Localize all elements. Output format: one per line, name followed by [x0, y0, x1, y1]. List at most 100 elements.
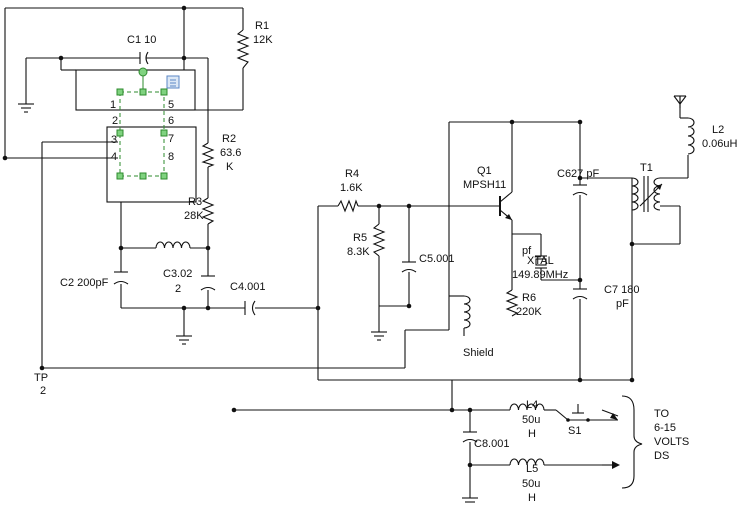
ic-body — [106, 126, 197, 203]
c8-label: C8.001 — [474, 438, 509, 450]
resize-handle-w[interactable] — [116, 129, 124, 137]
l4-value-2: H — [528, 428, 536, 440]
crystal-xtal[interactable] — [535, 255, 547, 269]
t1-label: T1 — [640, 162, 653, 174]
capacitor-c4[interactable] — [244, 300, 256, 316]
l2-name: L2 — [712, 124, 724, 136]
resistor-r6[interactable] — [505, 289, 519, 317]
capacitor-c2[interactable] — [113, 271, 129, 285]
r3-value: 28K — [184, 210, 204, 222]
xtal-name: XTAL — [527, 255, 554, 267]
ground-symbol-3 — [371, 331, 387, 341]
resize-handle-nw[interactable] — [116, 88, 124, 96]
tp-name: TP — [34, 372, 48, 384]
switch-s1[interactable] — [566, 404, 590, 422]
r2-value-1: 63.6 — [220, 147, 241, 159]
resistor-r2[interactable] — [201, 142, 215, 168]
l2-value: 0.06uH — [702, 138, 738, 150]
resize-handle-sw[interactable] — [116, 172, 124, 180]
resize-handle-n[interactable] — [139, 88, 147, 96]
supply-line-1: TO — [654, 408, 670, 420]
q1-name: Q1 — [477, 165, 492, 177]
r4-name: R4 — [345, 168, 359, 180]
ic-pin-5: 5 — [168, 99, 174, 111]
ground-symbol-1 — [18, 103, 34, 113]
properties-icon[interactable] — [166, 75, 180, 89]
antenna-icon — [673, 95, 687, 108]
ic-pin-2: 2 — [112, 115, 118, 127]
transformer-t1[interactable] — [631, 176, 663, 212]
capacitor-c5[interactable] — [401, 261, 417, 273]
ic-pin-4: 4 — [111, 151, 117, 163]
s1-label: S1 — [568, 425, 581, 437]
rotate-handle[interactable] — [138, 67, 148, 77]
resistor-r5[interactable] — [372, 223, 386, 257]
inductor-l2[interactable] — [687, 117, 695, 155]
capacitor-c3[interactable] — [200, 275, 216, 291]
l4-name: L4 — [526, 399, 538, 411]
r1-value: 12K — [253, 34, 273, 46]
wires-right — [448, 96, 689, 380]
shield-label: Shield — [463, 347, 494, 359]
xtal-value: 149.89MHz — [512, 269, 568, 281]
ic-header-frame — [75, 69, 196, 111]
ic-pin-1: 1 — [110, 99, 116, 111]
c3-name: C3.02 — [163, 268, 192, 280]
capacitor-c6[interactable] — [572, 184, 588, 196]
inductor-shield[interactable] — [463, 295, 471, 329]
c2-label: C2 200pF — [60, 277, 109, 289]
tp-value: 2 — [40, 385, 46, 397]
resistor-r3[interactable] — [201, 197, 215, 225]
inductor-l4[interactable] — [509, 403, 545, 411]
supply-line-2: 6-15 — [654, 422, 676, 434]
wires-power — [234, 380, 618, 498]
capacitor-c1[interactable] — [139, 51, 149, 65]
ground-symbol-4 — [462, 497, 478, 503]
ic-pin-3: 3 — [111, 134, 117, 146]
r5-name: R5 — [353, 232, 367, 244]
ic-u1[interactable] — [75, 69, 197, 203]
inductor-tank[interactable] — [155, 241, 191, 249]
supply-line-3: VOLTS — [654, 436, 689, 448]
l5-name: L5 — [526, 463, 538, 475]
c6-label: C627 pF — [557, 168, 599, 180]
resize-handle-ne[interactable] — [160, 88, 168, 96]
supply-arrows — [601, 409, 620, 469]
resize-handle-se[interactable] — [160, 172, 168, 180]
transistor-q1[interactable] — [499, 191, 513, 221]
ic-pin-7: 7 — [168, 133, 174, 145]
supply-line-4: DS — [654, 450, 669, 462]
resize-handle-s[interactable] — [139, 172, 147, 180]
c4-label: C4.001 — [230, 281, 265, 293]
r1-name: R1 — [255, 20, 269, 32]
capacitor-c8[interactable] — [462, 431, 478, 443]
ic-pin-8: 8 — [168, 151, 174, 163]
wires-left-lower — [120, 202, 318, 336]
ground-symbol-2 — [176, 335, 192, 345]
tp-node[interactable] — [39, 365, 45, 371]
r4-value: 1.6K — [340, 182, 363, 194]
r3-name: R3 — [188, 196, 202, 208]
r2-value-2: K — [226, 161, 234, 173]
inductor-l5[interactable] — [509, 458, 545, 466]
supply-brace — [621, 395, 643, 489]
c7-value: pF — [616, 298, 629, 310]
resize-handle-e[interactable] — [160, 129, 168, 137]
r5-value: 8.3K — [347, 246, 370, 258]
c3-value: 2 — [175, 283, 181, 295]
selection-outline[interactable] — [116, 67, 168, 180]
resistor-r1[interactable] — [236, 29, 250, 69]
l5-value-2: H — [528, 492, 536, 504]
ic-pin-6: 6 — [168, 115, 174, 127]
c1-label: C1 10 — [127, 34, 156, 46]
capacitor-c7[interactable] — [572, 288, 588, 300]
wires-top-left — [4, 7, 244, 368]
r6-name: R6 — [522, 292, 536, 304]
resistor-r4[interactable] — [337, 199, 359, 213]
r2-name: R2 — [222, 133, 236, 145]
c7-name: C7 180 — [604, 284, 639, 296]
xtal-pf: pf — [522, 245, 532, 257]
c5-label: C5.001 — [419, 253, 454, 265]
